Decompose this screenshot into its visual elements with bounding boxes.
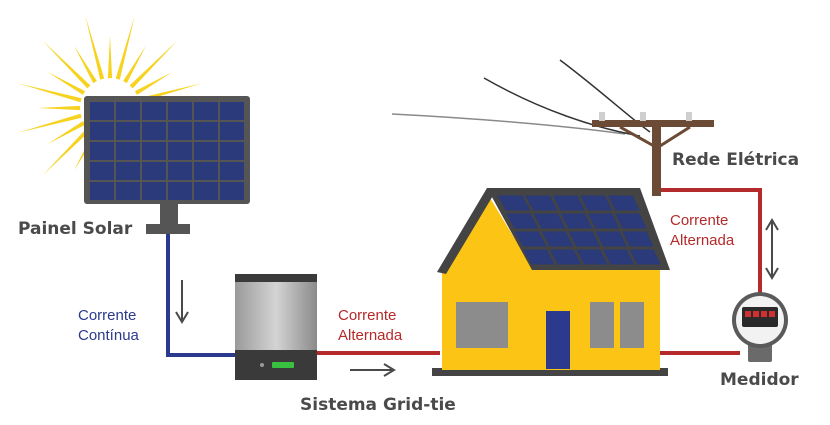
panel-cell [220, 102, 244, 120]
panel-cell [90, 162, 114, 180]
panel-cell [168, 142, 192, 160]
panel-cell [142, 162, 166, 180]
house-icon [432, 188, 670, 376]
ac-current-inverter-label-line2: Alternada [338, 327, 403, 344]
arrow-down-icon [175, 280, 189, 324]
panel-cell [220, 122, 244, 140]
panel-cell [116, 122, 140, 140]
roof-panel-cell [603, 249, 635, 265]
sun-icon [18, 16, 202, 200]
panel-cell [90, 142, 114, 160]
roof-panel-cell [595, 231, 627, 247]
roof-panel-cell [506, 213, 539, 229]
sun-ray [107, 36, 113, 79]
ac-current-grid-label-line1: Corrente [670, 212, 728, 229]
dc-wire [166, 234, 235, 357]
sun-ray [18, 113, 82, 133]
roof-panel-cell [525, 195, 558, 211]
power-grid-label: Rede Elétrica [672, 150, 799, 170]
roof-panel-cell [568, 231, 601, 247]
panel-cell [142, 142, 166, 160]
roof-panel-cell [576, 249, 608, 265]
sun-ray [134, 72, 173, 95]
roof-panel-cell [523, 249, 555, 265]
panel-cell [194, 182, 218, 200]
solar-panel-icon [84, 96, 250, 234]
utility-pole-icon [592, 112, 714, 196]
panel-cell [116, 162, 140, 180]
roof-panel-cell [622, 231, 654, 247]
sun-ray [123, 45, 146, 84]
panel-cell [90, 182, 114, 200]
panel-cell [142, 122, 166, 140]
panel-cell [220, 162, 244, 180]
roof-panel-cell [549, 249, 582, 265]
panel-cell [168, 102, 192, 120]
sun-ray [129, 40, 178, 89]
panel-cell [168, 182, 192, 200]
roof-panel-cell [607, 195, 640, 211]
panel-cell [90, 102, 114, 120]
roof-panel-cell [629, 249, 661, 265]
panel-cell [194, 162, 218, 180]
panel-cell [194, 142, 218, 160]
power-lines [391, 59, 651, 137]
sun-ray [115, 16, 135, 80]
roof-panel-cell [552, 195, 585, 211]
sun-ray [38, 105, 81, 111]
sun-ray [18, 83, 82, 103]
roof-panel-cell [514, 231, 547, 247]
roof-panel-cell [560, 213, 593, 229]
sun-ray [42, 127, 91, 176]
panel-cell [220, 182, 244, 200]
arrow-up-down-icon [765, 218, 779, 280]
ac-current-inverter-label-line1: Corrente [338, 307, 396, 324]
arrow-right-icon [350, 363, 396, 377]
panel-cell [116, 182, 140, 200]
panel-cell [194, 122, 218, 140]
meter-label: Medidor [720, 370, 799, 390]
roof-panel-cell [497, 195, 531, 211]
sun-ray [85, 16, 105, 80]
sun-ray [47, 72, 86, 95]
panel-cell [90, 122, 114, 140]
panel-cell [168, 162, 192, 180]
roof-panel-cell [580, 195, 613, 211]
dc-current-label-line1: Corrente [78, 307, 136, 324]
solar-panel-label: Painel Solar [18, 219, 133, 239]
ac-current-grid-label-line2: Alternada [670, 232, 735, 249]
panel-cell [220, 142, 244, 160]
inverter-icon [235, 274, 317, 380]
panel-cell [116, 142, 140, 160]
sun-ray [74, 45, 97, 84]
panel-cell [142, 182, 166, 200]
dc-current-label-line2: Contínua [78, 327, 140, 344]
roof-panel-cell [541, 231, 574, 247]
roof-panel-cell [587, 213, 620, 229]
panel-cell [194, 102, 218, 120]
sun-ray [42, 40, 91, 89]
electric-meter-icon [732, 292, 788, 362]
sun-ray [47, 121, 86, 144]
roof-panel-cell [533, 213, 566, 229]
panel-cell [116, 102, 140, 120]
grid-tie-label: Sistema Grid-tie [300, 395, 456, 415]
panel-cell [168, 122, 192, 140]
roof-panel-cell [615, 213, 647, 229]
panel-cell [142, 102, 166, 120]
